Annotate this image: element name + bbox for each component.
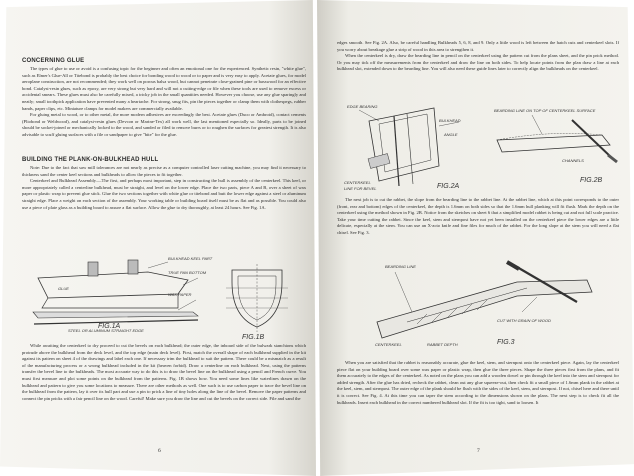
figure-1a: BULKHEAD KEEL PART TRUE PAN BOTTOM WAX P… bbox=[28, 250, 213, 335]
heading-concerning-glue: CONCERNING GLUE bbox=[22, 58, 85, 64]
fig1a-label-glue: GLUE bbox=[58, 286, 69, 291]
paragraph-edges: edges smooth. See Fig. 2A. Also, be care… bbox=[337, 40, 619, 52]
fig2a-label-angle: ANGLE bbox=[443, 132, 458, 137]
fig3-label-depth: RABBET DEPTH bbox=[427, 342, 458, 347]
fig2b-caption: FIG.2B bbox=[580, 177, 603, 184]
hull-section: Note: Due to the fact that saw mill tole… bbox=[22, 165, 306, 211]
fig2a-label-bulkhead: BULKHEAD bbox=[439, 118, 461, 123]
fig3-label-grain: CUT WITH GRAIN OF WOOD bbox=[497, 318, 551, 323]
figure-1b: FIG.1B bbox=[212, 262, 298, 342]
fig2a-caption: FIG.2A bbox=[437, 183, 460, 190]
right-page: edges smooth. See Fig. 2A. Also, be care… bbox=[317, 0, 634, 476]
figure-2b: BEARDING LINE ON TOP OF CENTERKEEL SURFA… bbox=[492, 100, 622, 190]
paragraph-keel-glue-text: When you are satisfied that the rabbet i… bbox=[337, 360, 619, 405]
fig3-label-centerkeel: CENTERKEEL bbox=[375, 342, 402, 347]
paragraph-note: Note: Due to the fact that saw mill tole… bbox=[22, 165, 306, 177]
left-page: CONCERNING GLUE The types of glue to use… bbox=[0, 0, 316, 476]
fig1a-label-wax: WAX PAPER bbox=[168, 292, 192, 297]
fig1a-label-pan: TRUE PAN BOTTOM bbox=[168, 270, 207, 275]
fig1a-label-keel: BULKHEAD KEEL PART bbox=[168, 256, 213, 261]
fig2b-label-bearding: BEARDING LINE ON TOP OF CENTERKEEL SURFA… bbox=[494, 108, 596, 113]
paragraph-bevels-text: While awaiting the centerkeel to dry pro… bbox=[22, 343, 306, 401]
paragraph-bevels: While awaiting the centerkeel to dry pro… bbox=[22, 343, 306, 402]
fig3-caption: FIG.3 bbox=[497, 339, 515, 346]
paragraph-glue: The types of glue to use or avoid is a c… bbox=[22, 66, 306, 111]
paragraph-keel-glue: When you are satisfied that the rabbet i… bbox=[337, 360, 619, 406]
paragraph-rabbet-text: The next job is to cut the rabbet, the s… bbox=[337, 197, 619, 235]
figure-2a: EDGE BEARING ANGLE BULKHEAD CENTERKEEL L… bbox=[339, 96, 489, 196]
paragraph-centerkeel: Centerkeel and Bulkhead Assembly.—The fi… bbox=[22, 178, 306, 210]
fig1a-label-edge: STEEL OR ALUMINUM STRAIGHT EDGE bbox=[68, 328, 144, 333]
glue-section: The types of glue to use or avoid is a c… bbox=[22, 66, 306, 139]
page-number-right: 7 bbox=[477, 448, 480, 454]
fig1b-caption: FIG.1B bbox=[242, 334, 265, 341]
paragraph-bearding: When the centerkeel is dry, draw the bea… bbox=[337, 53, 619, 72]
paragraph-rabbet: The next job is to cut the rabbet, the s… bbox=[337, 197, 619, 237]
paragraph-glue-metal: For gluing metal to wood, or to other me… bbox=[22, 112, 306, 137]
fig2a-label-centerkeel: CENTERKEEL bbox=[344, 180, 371, 185]
fig3-label-bearding: BEARDING LINE bbox=[385, 264, 416, 269]
right-top-section: edges smooth. See Fig. 2A. Also, be care… bbox=[337, 40, 619, 73]
fig1a-caption: FIG.1A bbox=[98, 323, 121, 330]
fig2a-label-bevel: LINE FOR BEVEL bbox=[344, 186, 376, 191]
figure-3: BEARDING LINE CENTERKEEL CUT WITH GRAIN … bbox=[367, 252, 607, 350]
fig2a-label-edge: EDGE BEARING bbox=[347, 104, 377, 109]
page-number-left: 6 bbox=[158, 448, 161, 454]
fig2b-label-channels: CHANNELS bbox=[562, 158, 584, 163]
heading-building-hull: BUILDING THE PLANK-ON-BULKHEAD HULL bbox=[22, 157, 159, 163]
